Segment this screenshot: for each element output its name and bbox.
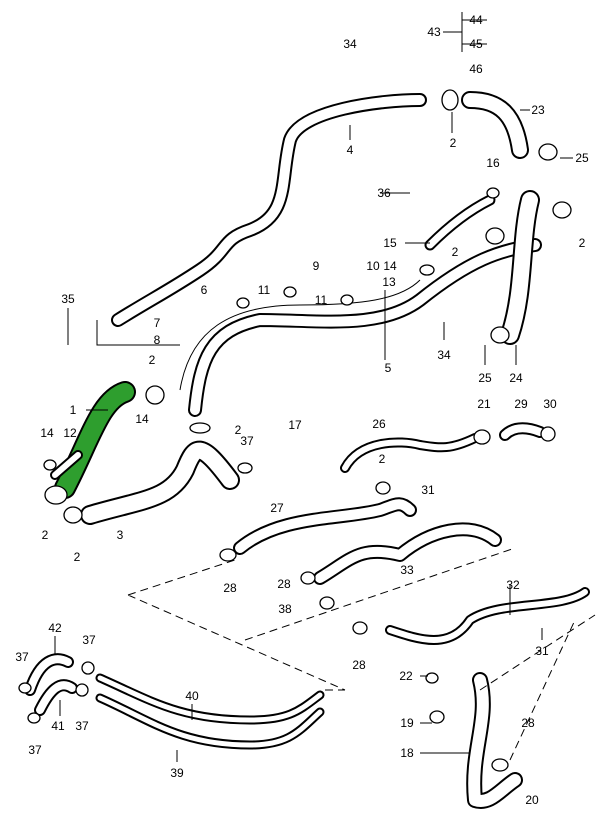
callout-label: 38 xyxy=(278,602,292,616)
callout-label: 36 xyxy=(377,186,391,200)
callout-label: 37 xyxy=(28,743,42,757)
callout-label: 14 xyxy=(40,426,54,440)
callout-label: 28 xyxy=(352,658,366,672)
callout-label: 5 xyxy=(385,361,392,375)
callout-label: 3 xyxy=(117,528,124,542)
hoses xyxy=(24,91,590,809)
callout-label: 45 xyxy=(469,37,483,51)
dashed-boundaries xyxy=(127,547,596,761)
hose-13 xyxy=(179,279,421,391)
callout-label: 37 xyxy=(82,633,96,647)
callout-label: 2 xyxy=(579,236,586,250)
callout-label: 9 xyxy=(313,259,320,273)
callout-label: 39 xyxy=(170,766,184,780)
callout-label: 4 xyxy=(347,143,354,157)
callout-label: 20 xyxy=(525,793,539,807)
callout-label: 32 xyxy=(506,578,520,592)
callout-label: 6 xyxy=(201,283,208,297)
callout-label: 19 xyxy=(400,716,414,730)
clamps xyxy=(18,89,572,772)
callout-label: 14 xyxy=(135,412,149,426)
callout-label: 2 xyxy=(379,452,386,466)
callout-label: 31 xyxy=(421,483,435,497)
callout-label: 10 xyxy=(366,259,380,273)
callout-label: 2 xyxy=(450,136,457,150)
callout-label: 2 xyxy=(42,528,49,542)
callout-label: 15 xyxy=(383,236,397,250)
callout-label: 7 xyxy=(154,316,161,330)
callout-label: 2 xyxy=(452,245,459,259)
callout-label: 25 xyxy=(478,371,492,385)
callout-label: 13 xyxy=(382,275,396,289)
callout-label: 37 xyxy=(15,650,29,664)
callout-label: 14 xyxy=(383,259,397,273)
callout-label: 28 xyxy=(223,581,237,595)
callout-label: 43 xyxy=(427,25,441,39)
callout-label: 46 xyxy=(469,62,483,76)
callout-label: 31 xyxy=(535,644,549,658)
callout-label: 11 xyxy=(258,283,271,297)
callout-label: 44 xyxy=(469,13,483,27)
callout-label: 28 xyxy=(521,716,535,730)
callout-label: 12 xyxy=(63,426,77,440)
callout-label: 11 xyxy=(315,293,328,307)
callout-label: 40 xyxy=(185,689,199,703)
callout-label: 17 xyxy=(288,418,302,432)
callout-label: 26 xyxy=(372,417,386,431)
callout-label: 33 xyxy=(400,563,414,577)
callout-label: 16 xyxy=(486,156,500,170)
callout-label: 34 xyxy=(343,37,357,51)
callout-label: 2 xyxy=(235,423,242,437)
callout-label: 1 xyxy=(70,403,77,417)
callout-label: 41 xyxy=(51,719,65,733)
callout-label: 37 xyxy=(240,434,254,448)
callout-label: 34 xyxy=(437,348,451,362)
callout-label: 28 xyxy=(277,577,291,591)
callout-label: 2 xyxy=(74,550,81,564)
callout-label: 23 xyxy=(531,103,545,117)
callout-label: 35 xyxy=(61,292,75,306)
callout-label: 21 xyxy=(477,397,491,411)
callout-label: 25 xyxy=(575,151,589,165)
callout-label: 8 xyxy=(154,333,161,347)
callout-label: 42 xyxy=(48,621,62,635)
callout-label: 37 xyxy=(75,719,89,733)
callout-label: 29 xyxy=(514,397,528,411)
callout-label: 18 xyxy=(400,746,414,760)
callout-label: 24 xyxy=(509,371,523,385)
callout-label: 30 xyxy=(543,397,557,411)
leader-lines xyxy=(54,12,573,762)
callout-label: 2 xyxy=(149,353,156,367)
callout-label: 27 xyxy=(270,501,284,515)
callout-labels: 43 44 45 46 34 23 4 2 25 16 36 15 2 2 14… xyxy=(15,13,589,807)
callout-label: 22 xyxy=(399,669,413,683)
